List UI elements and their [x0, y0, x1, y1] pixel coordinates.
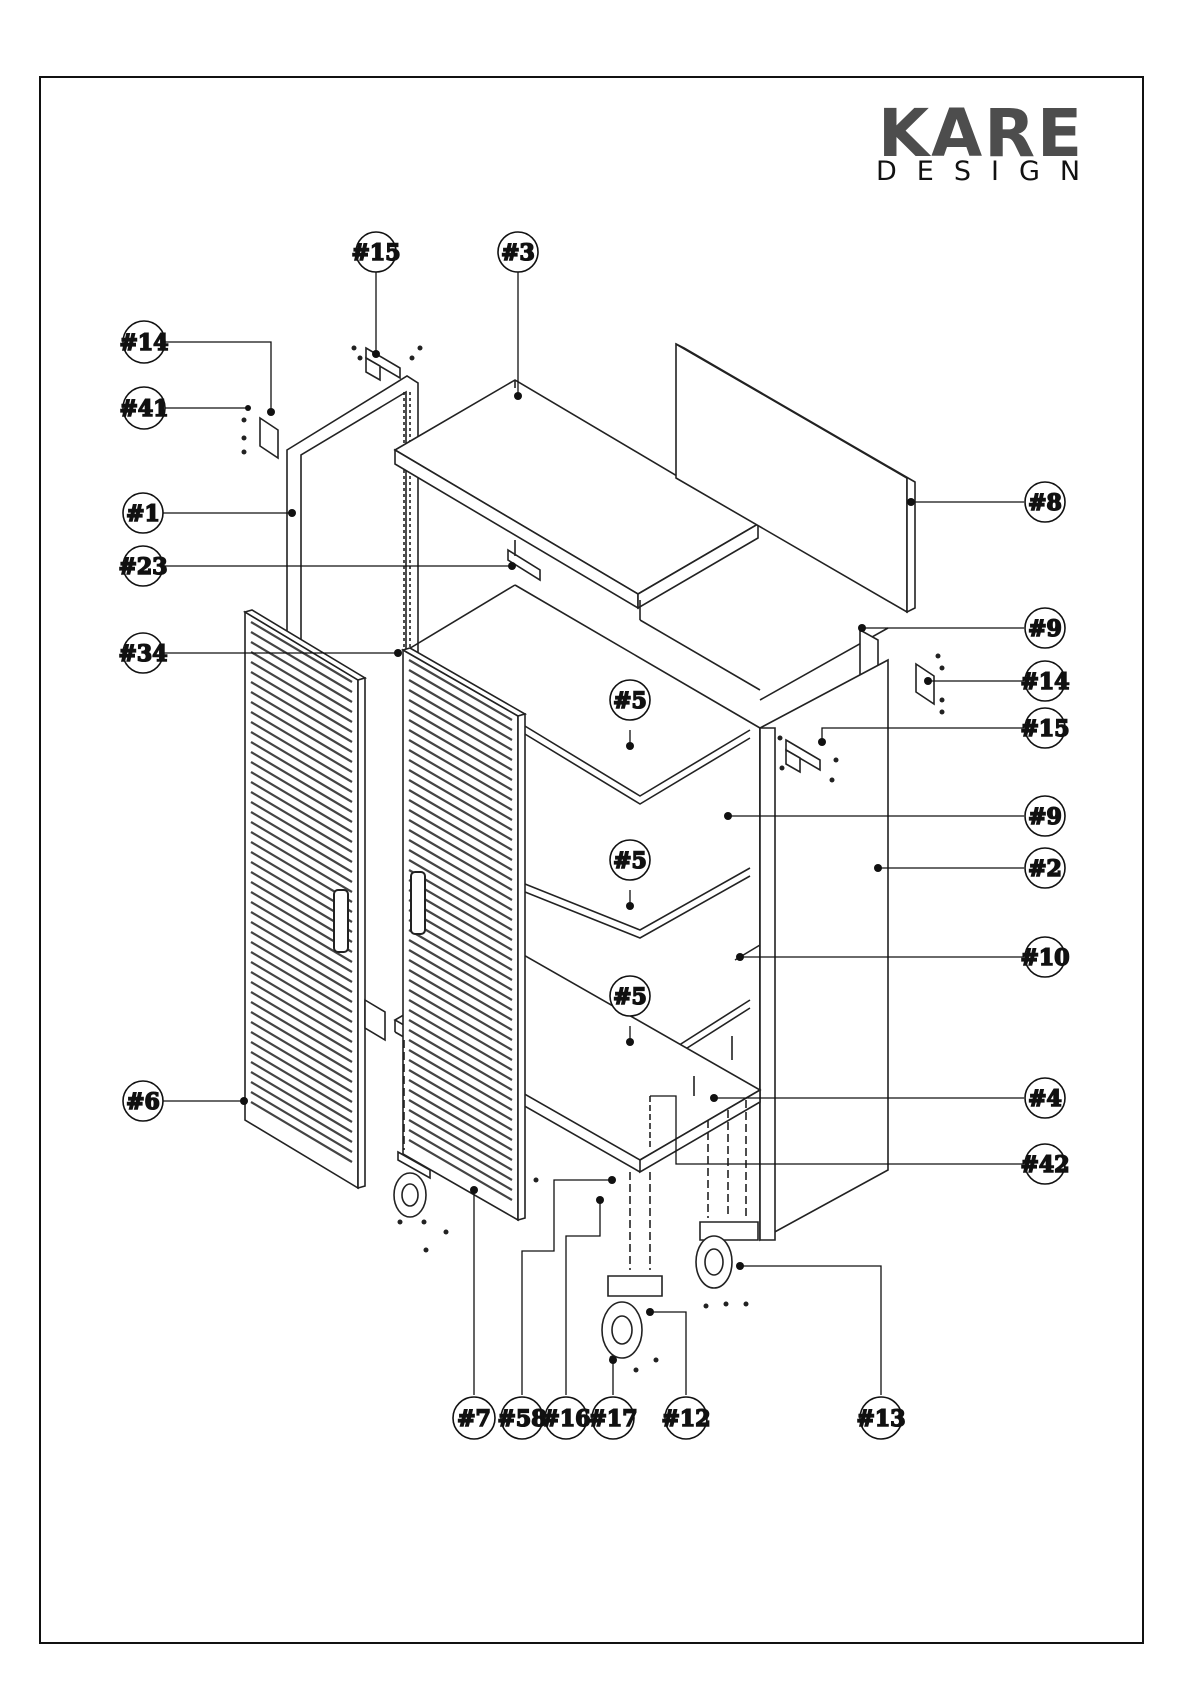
- svg-text:#9: #9: [1028, 804, 1062, 830]
- svg-text:#15: #15: [351, 240, 400, 266]
- callout-13: #13: [856, 1397, 905, 1439]
- callout-4: #4: [1025, 1078, 1065, 1118]
- svg-text:#5: #5: [613, 984, 647, 1010]
- callout-34: #34: [118, 633, 167, 673]
- callout-14-left: #14: [119, 321, 168, 363]
- svg-text:#15: #15: [1020, 716, 1069, 742]
- mount-bracket-14-right: [916, 664, 934, 704]
- left-door-part: [245, 610, 365, 1188]
- mount-bracket-14-left: [260, 418, 278, 458]
- right-door-part: [403, 648, 525, 1220]
- svg-text:#4: #4: [1028, 1086, 1062, 1112]
- brand-logo: KARE DESIGN: [876, 95, 1100, 187]
- callout-5-mid: #5: [610, 840, 650, 880]
- svg-text:#14: #14: [1020, 669, 1069, 695]
- svg-text:#2: #2: [1028, 856, 1062, 882]
- svg-text:#58: #58: [497, 1406, 546, 1432]
- mount-bracket-15-top: [366, 348, 400, 380]
- callout-58: #58: [497, 1397, 546, 1439]
- callout-7: #7: [453, 1397, 495, 1439]
- caster-wheel-front: [602, 1172, 662, 1358]
- callout-10: #10: [1020, 937, 1069, 977]
- svg-text:#7: #7: [457, 1406, 491, 1432]
- callout-1: #1: [123, 493, 163, 533]
- callout-5-bottom: #5: [610, 976, 650, 1016]
- svg-text:#9: #9: [1028, 616, 1062, 642]
- svg-text:#13: #13: [856, 1406, 905, 1432]
- callout-15-top: #15: [351, 232, 400, 272]
- callout-23: #23: [118, 546, 167, 586]
- svg-text:#5: #5: [613, 848, 647, 874]
- hinge-bracket: [365, 1000, 385, 1040]
- callout-6: #6: [123, 1081, 163, 1121]
- svg-text:#3: #3: [501, 240, 535, 266]
- callout-9-top: #9: [1025, 608, 1065, 648]
- back-panel-part: [676, 344, 915, 612]
- svg-text:#6: #6: [126, 1089, 160, 1115]
- callout-17: #17: [588, 1397, 637, 1439]
- callout-41: #41: [119, 387, 168, 429]
- svg-text:#12: #12: [661, 1406, 710, 1432]
- cabinet-drawing: [242, 344, 945, 1373]
- callout-9-mid: #9: [1025, 796, 1065, 836]
- adjustable-shelf-1: [515, 720, 750, 804]
- callout-3: #3: [498, 232, 538, 272]
- svg-text:#42: #42: [1020, 1152, 1069, 1178]
- svg-text:#23: #23: [118, 554, 167, 580]
- svg-text:#10: #10: [1020, 945, 1069, 971]
- callout-12: #12: [661, 1397, 710, 1439]
- left-frame-part: [287, 376, 418, 660]
- svg-text:#34: #34: [118, 641, 167, 667]
- svg-text:#16: #16: [541, 1406, 590, 1432]
- right-side-panel-part: [760, 660, 888, 1240]
- callout-16: #16: [541, 1397, 590, 1439]
- callout-42: #42: [1020, 1144, 1069, 1184]
- callout-14-right: #14: [1020, 661, 1069, 701]
- svg-text:#5: #5: [613, 688, 647, 714]
- callout-2: #2: [1025, 848, 1065, 888]
- callout-15-right: #15: [1020, 708, 1069, 748]
- svg-text:#14: #14: [119, 330, 168, 356]
- svg-text:#41: #41: [119, 396, 168, 422]
- callout-5-top: #5: [610, 680, 650, 720]
- svg-text:#1: #1: [126, 501, 160, 527]
- callout-8: #8: [1025, 482, 1065, 522]
- svg-text:#17: #17: [588, 1406, 637, 1432]
- brand-tagline: DESIGN: [876, 156, 1100, 187]
- svg-text:#8: #8: [1028, 490, 1062, 516]
